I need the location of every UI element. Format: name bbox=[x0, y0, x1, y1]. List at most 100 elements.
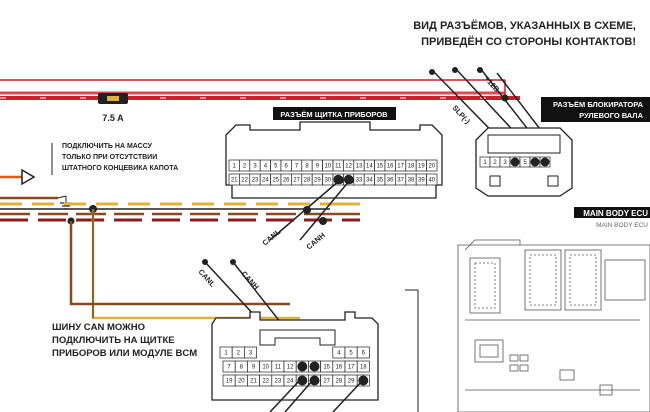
dashboard-pin: 22 bbox=[239, 173, 251, 186]
ecu-body bbox=[457, 239, 650, 412]
dashboard-pin: 10 bbox=[322, 159, 334, 172]
svg-text:15: 15 bbox=[323, 365, 330, 371]
dashboard-pin: 2 bbox=[239, 159, 251, 172]
dashboard-pin: 4 bbox=[259, 159, 271, 172]
svg-text:27: 27 bbox=[323, 379, 330, 385]
junction-dot bbox=[501, 94, 509, 102]
svg-text:28: 28 bbox=[336, 379, 343, 385]
svg-text:17: 17 bbox=[397, 164, 404, 170]
bcm-pin: 1 bbox=[219, 346, 233, 359]
bcm-pin: 10 bbox=[259, 360, 273, 373]
svg-text:23: 23 bbox=[275, 379, 282, 385]
dashboard-pin: 15 bbox=[374, 159, 386, 172]
bcm-pin: 8 bbox=[234, 360, 248, 373]
svg-text:6: 6 bbox=[362, 351, 366, 357]
svg-text:4: 4 bbox=[513, 160, 517, 166]
dashboard-pin: 37 bbox=[395, 173, 407, 186]
bcm-pin: 21 bbox=[247, 374, 260, 387]
junction-dot bbox=[429, 69, 435, 75]
svg-text:38: 38 bbox=[408, 178, 415, 184]
svg-text:11: 11 bbox=[335, 164, 342, 170]
svg-text:10: 10 bbox=[262, 365, 269, 371]
ecu-title-bg bbox=[574, 207, 650, 218]
svg-text:1: 1 bbox=[233, 164, 237, 170]
svg-text:6: 6 bbox=[533, 160, 537, 166]
wire-brown-down bbox=[69, 221, 290, 306]
dashboard-pin: 38 bbox=[405, 173, 417, 186]
can-note-line-1: ШИНУ CAN МОЖНО bbox=[52, 322, 145, 333]
dashboard-pin: 5 bbox=[270, 159, 282, 172]
junction-dot bbox=[319, 217, 327, 225]
lock-connector-title-bg bbox=[541, 97, 650, 122]
bcm-pin: 11 bbox=[271, 360, 285, 373]
dashboard-pin: 13 bbox=[353, 159, 365, 172]
middle-wires bbox=[0, 195, 360, 225]
svg-text:14: 14 bbox=[311, 365, 318, 371]
svg-text:37: 37 bbox=[397, 178, 404, 184]
svg-text:24: 24 bbox=[287, 379, 294, 385]
lock-pin: 1 bbox=[479, 156, 491, 168]
svg-text:19: 19 bbox=[226, 379, 233, 385]
bcm-pin: 29 bbox=[344, 374, 358, 387]
svg-text:34: 34 bbox=[366, 178, 373, 184]
dashboard-pin: 25 bbox=[270, 173, 282, 186]
dashboard-pin: 30 bbox=[322, 173, 334, 186]
svg-text:6: 6 bbox=[285, 164, 289, 170]
svg-text:16: 16 bbox=[336, 365, 343, 371]
dashboard-pin: 1 bbox=[228, 159, 240, 172]
ground-note-line-2: ТОЛЬКО ПРИ ОТСУТСТВИИ bbox=[62, 154, 157, 161]
svg-text:1: 1 bbox=[483, 160, 487, 166]
ground-note: ПОДКЛЮЧИТЬ НА МАССУ ТОЛЬКО ПРИ ОТСУТСТВИ… bbox=[51, 143, 178, 175]
arrow-icon bbox=[21, 168, 36, 186]
junction-dot bbox=[303, 206, 311, 214]
can-wires-dashboard bbox=[269, 176, 354, 241]
ground-note-line-1: ПОДКЛЮЧИТЬ НА МАССУ bbox=[62, 143, 153, 150]
lock-pin: 3 bbox=[499, 156, 511, 168]
junction-dot bbox=[202, 259, 208, 265]
bcm-pin: 13 bbox=[295, 360, 309, 373]
dashboard-pin: 34 bbox=[363, 173, 375, 186]
bcm-pin: 20 bbox=[234, 374, 248, 387]
can-label-canh-bottom: CANH bbox=[240, 269, 261, 291]
bcm-pin: 22 bbox=[259, 374, 273, 387]
header-line-2: ПРИВЕДЁН СО СТОРОНЫ КОНТАКТОВ! bbox=[421, 35, 636, 48]
bcm-pin: 4 bbox=[332, 346, 346, 359]
svg-text:5: 5 bbox=[523, 160, 527, 166]
svg-text:18: 18 bbox=[408, 164, 415, 170]
svg-text:1: 1 bbox=[224, 351, 228, 357]
svg-text:26: 26 bbox=[311, 379, 318, 385]
svg-text:3: 3 bbox=[503, 160, 507, 166]
lock-connector-title-1: РАЗЪЁМ БЛОКИРАТОРА bbox=[553, 100, 644, 109]
dashboard-pin: 7 bbox=[291, 159, 303, 172]
bcm-pin: 2 bbox=[231, 346, 245, 359]
svg-text:8: 8 bbox=[305, 164, 309, 170]
svg-text:25: 25 bbox=[299, 379, 306, 385]
svg-text:5: 5 bbox=[349, 351, 353, 357]
svg-text:20: 20 bbox=[428, 164, 435, 170]
svg-text:3: 3 bbox=[249, 351, 253, 357]
dashboard-pin: 8 bbox=[301, 159, 313, 172]
svg-text:14: 14 bbox=[366, 164, 373, 170]
svg-text:11: 11 bbox=[275, 365, 282, 371]
dashboard-pin: 35 bbox=[374, 173, 386, 186]
ground-note-line-3: ШТАТНОГО КОНЦЕВИКА КАПОТА bbox=[62, 165, 178, 172]
svg-text:9: 9 bbox=[252, 365, 256, 371]
bcm-pin: 25 bbox=[295, 374, 309, 387]
dashboard-connector-title-bg bbox=[273, 107, 396, 120]
bcm-pin: 16 bbox=[332, 360, 346, 373]
lock-pin: 6 bbox=[529, 156, 541, 168]
header-line-1: ВИД РАЗЪЁМОВ, УКАЗАННЫХ В СХЕМЕ, bbox=[413, 19, 636, 32]
can-label-canl-bottom: CANL bbox=[197, 267, 218, 289]
top-wires bbox=[0, 79, 520, 102]
svg-text:22: 22 bbox=[262, 379, 269, 385]
can-note-line-3: ПРИБОРОВ ИЛИ МОДУЛЕ BCM bbox=[52, 348, 197, 359]
svg-text:4: 4 bbox=[264, 164, 268, 170]
dashboard-pin: 40 bbox=[426, 173, 438, 186]
dashboard-pin: 36 bbox=[384, 173, 396, 186]
svg-text:2: 2 bbox=[243, 164, 247, 170]
svg-text:7: 7 bbox=[295, 164, 299, 170]
svg-text:9: 9 bbox=[316, 164, 320, 170]
